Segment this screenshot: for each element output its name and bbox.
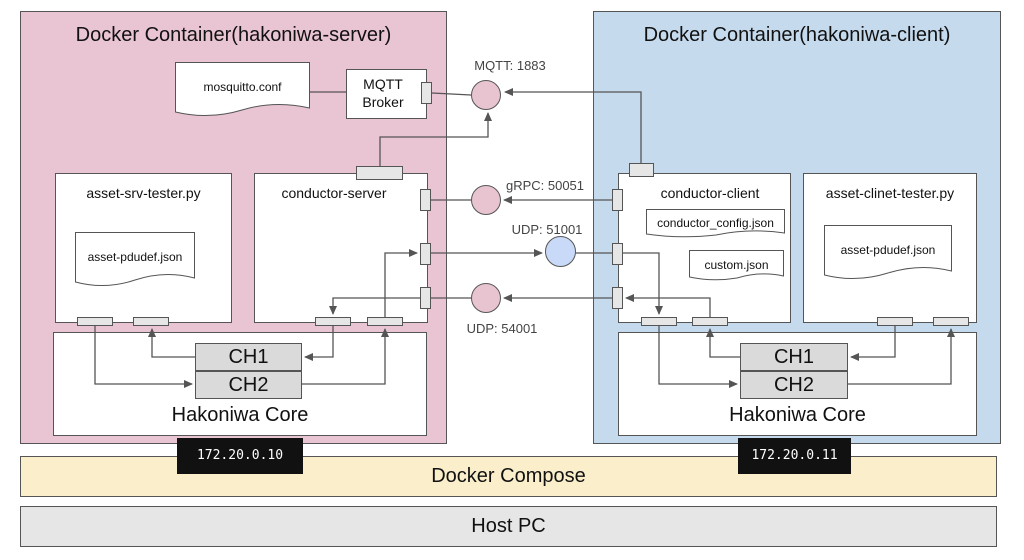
client-ch1: CH1	[740, 343, 848, 371]
asset-client-tester-label: asset-clinet-tester.py	[825, 185, 955, 201]
mosquitto-conf-label: mosquitto.conf	[203, 80, 282, 94]
conductor-config-document	[646, 209, 785, 238]
grpc-endpoint	[471, 185, 501, 215]
client-hakoniwa-core-label: Hakoniwa Core	[729, 404, 866, 426]
host-pc-label: Host PC	[471, 515, 546, 537]
server-ip-badge: 172.20.0.10	[177, 438, 303, 474]
docker-compose-label: Docker Compose	[431, 465, 586, 487]
mqtt-broker-port	[421, 82, 432, 104]
conductor-server-port-2	[367, 317, 403, 326]
srv-tester-port-1	[77, 317, 113, 326]
client-container-title: Docker Container(hakoniwa-client)	[643, 24, 951, 46]
conductor-server-label: conductor-server	[281, 185, 387, 201]
conductor-server-udp-out-port	[420, 243, 431, 265]
client-ch2: CH2	[740, 371, 848, 399]
grpc-endpoint-label: gRPC: 50051	[505, 178, 585, 193]
server-ch1: CH1	[195, 343, 302, 371]
conductor-client-port-1	[641, 317, 677, 326]
client-asset-pdudef-label: asset-pdudef.json	[840, 243, 936, 257]
conductor-server-port-1	[315, 317, 351, 326]
custom-json-document	[689, 250, 784, 281]
asset-srv-tester-label: asset-srv-tester.py	[86, 185, 201, 201]
conductor-client-grpc-port	[612, 189, 623, 211]
conductor-config-label: conductor_config.json	[657, 216, 774, 230]
mqtt-broker-box	[346, 69, 427, 119]
conductor-client-mqtt-port	[629, 163, 654, 177]
mqtt-broker-label: MQTT Broker	[362, 76, 404, 110]
custom-json-label: custom.json	[704, 258, 769, 272]
conductor-server-udp-in-port	[420, 287, 431, 309]
srv-tester-port-2	[133, 317, 169, 326]
udp-54001-endpoint	[471, 283, 501, 313]
client-tester-port-2	[933, 317, 969, 326]
server-ch2: CH2	[195, 371, 302, 399]
conductor-server-grpc-port	[420, 189, 431, 211]
conductor-client-port-2	[692, 317, 728, 326]
conductor-server-mqtt-port	[356, 166, 403, 180]
host-pc-band	[20, 506, 997, 547]
mqtt-endpoint-label: MQTT: 1883	[474, 58, 546, 73]
udp-51001-endpoint	[545, 236, 576, 267]
mqtt-endpoint	[471, 80, 501, 110]
client-tester-port-1	[877, 317, 913, 326]
server-asset-pdudef-label: asset-pdudef.json	[87, 250, 183, 264]
conductor-client-label: conductor-client	[660, 185, 760, 201]
server-hakoniwa-core-label: Hakoniwa Core	[171, 404, 309, 426]
conductor-client-udp-out-port	[612, 287, 623, 309]
conductor-client-udp-in-port	[612, 243, 623, 265]
udp-54001-label: UDP: 54001	[466, 321, 538, 336]
udp-51001-label: UDP: 51001	[511, 222, 583, 237]
mosquitto-conf-document	[175, 62, 310, 117]
server-container-title: Docker Container(hakoniwa-server)	[75, 24, 392, 46]
server-asset-pdudef-document	[75, 232, 195, 286]
client-ip-badge: 172.20.0.11	[738, 438, 851, 474]
client-asset-pdudef-document	[824, 225, 952, 280]
